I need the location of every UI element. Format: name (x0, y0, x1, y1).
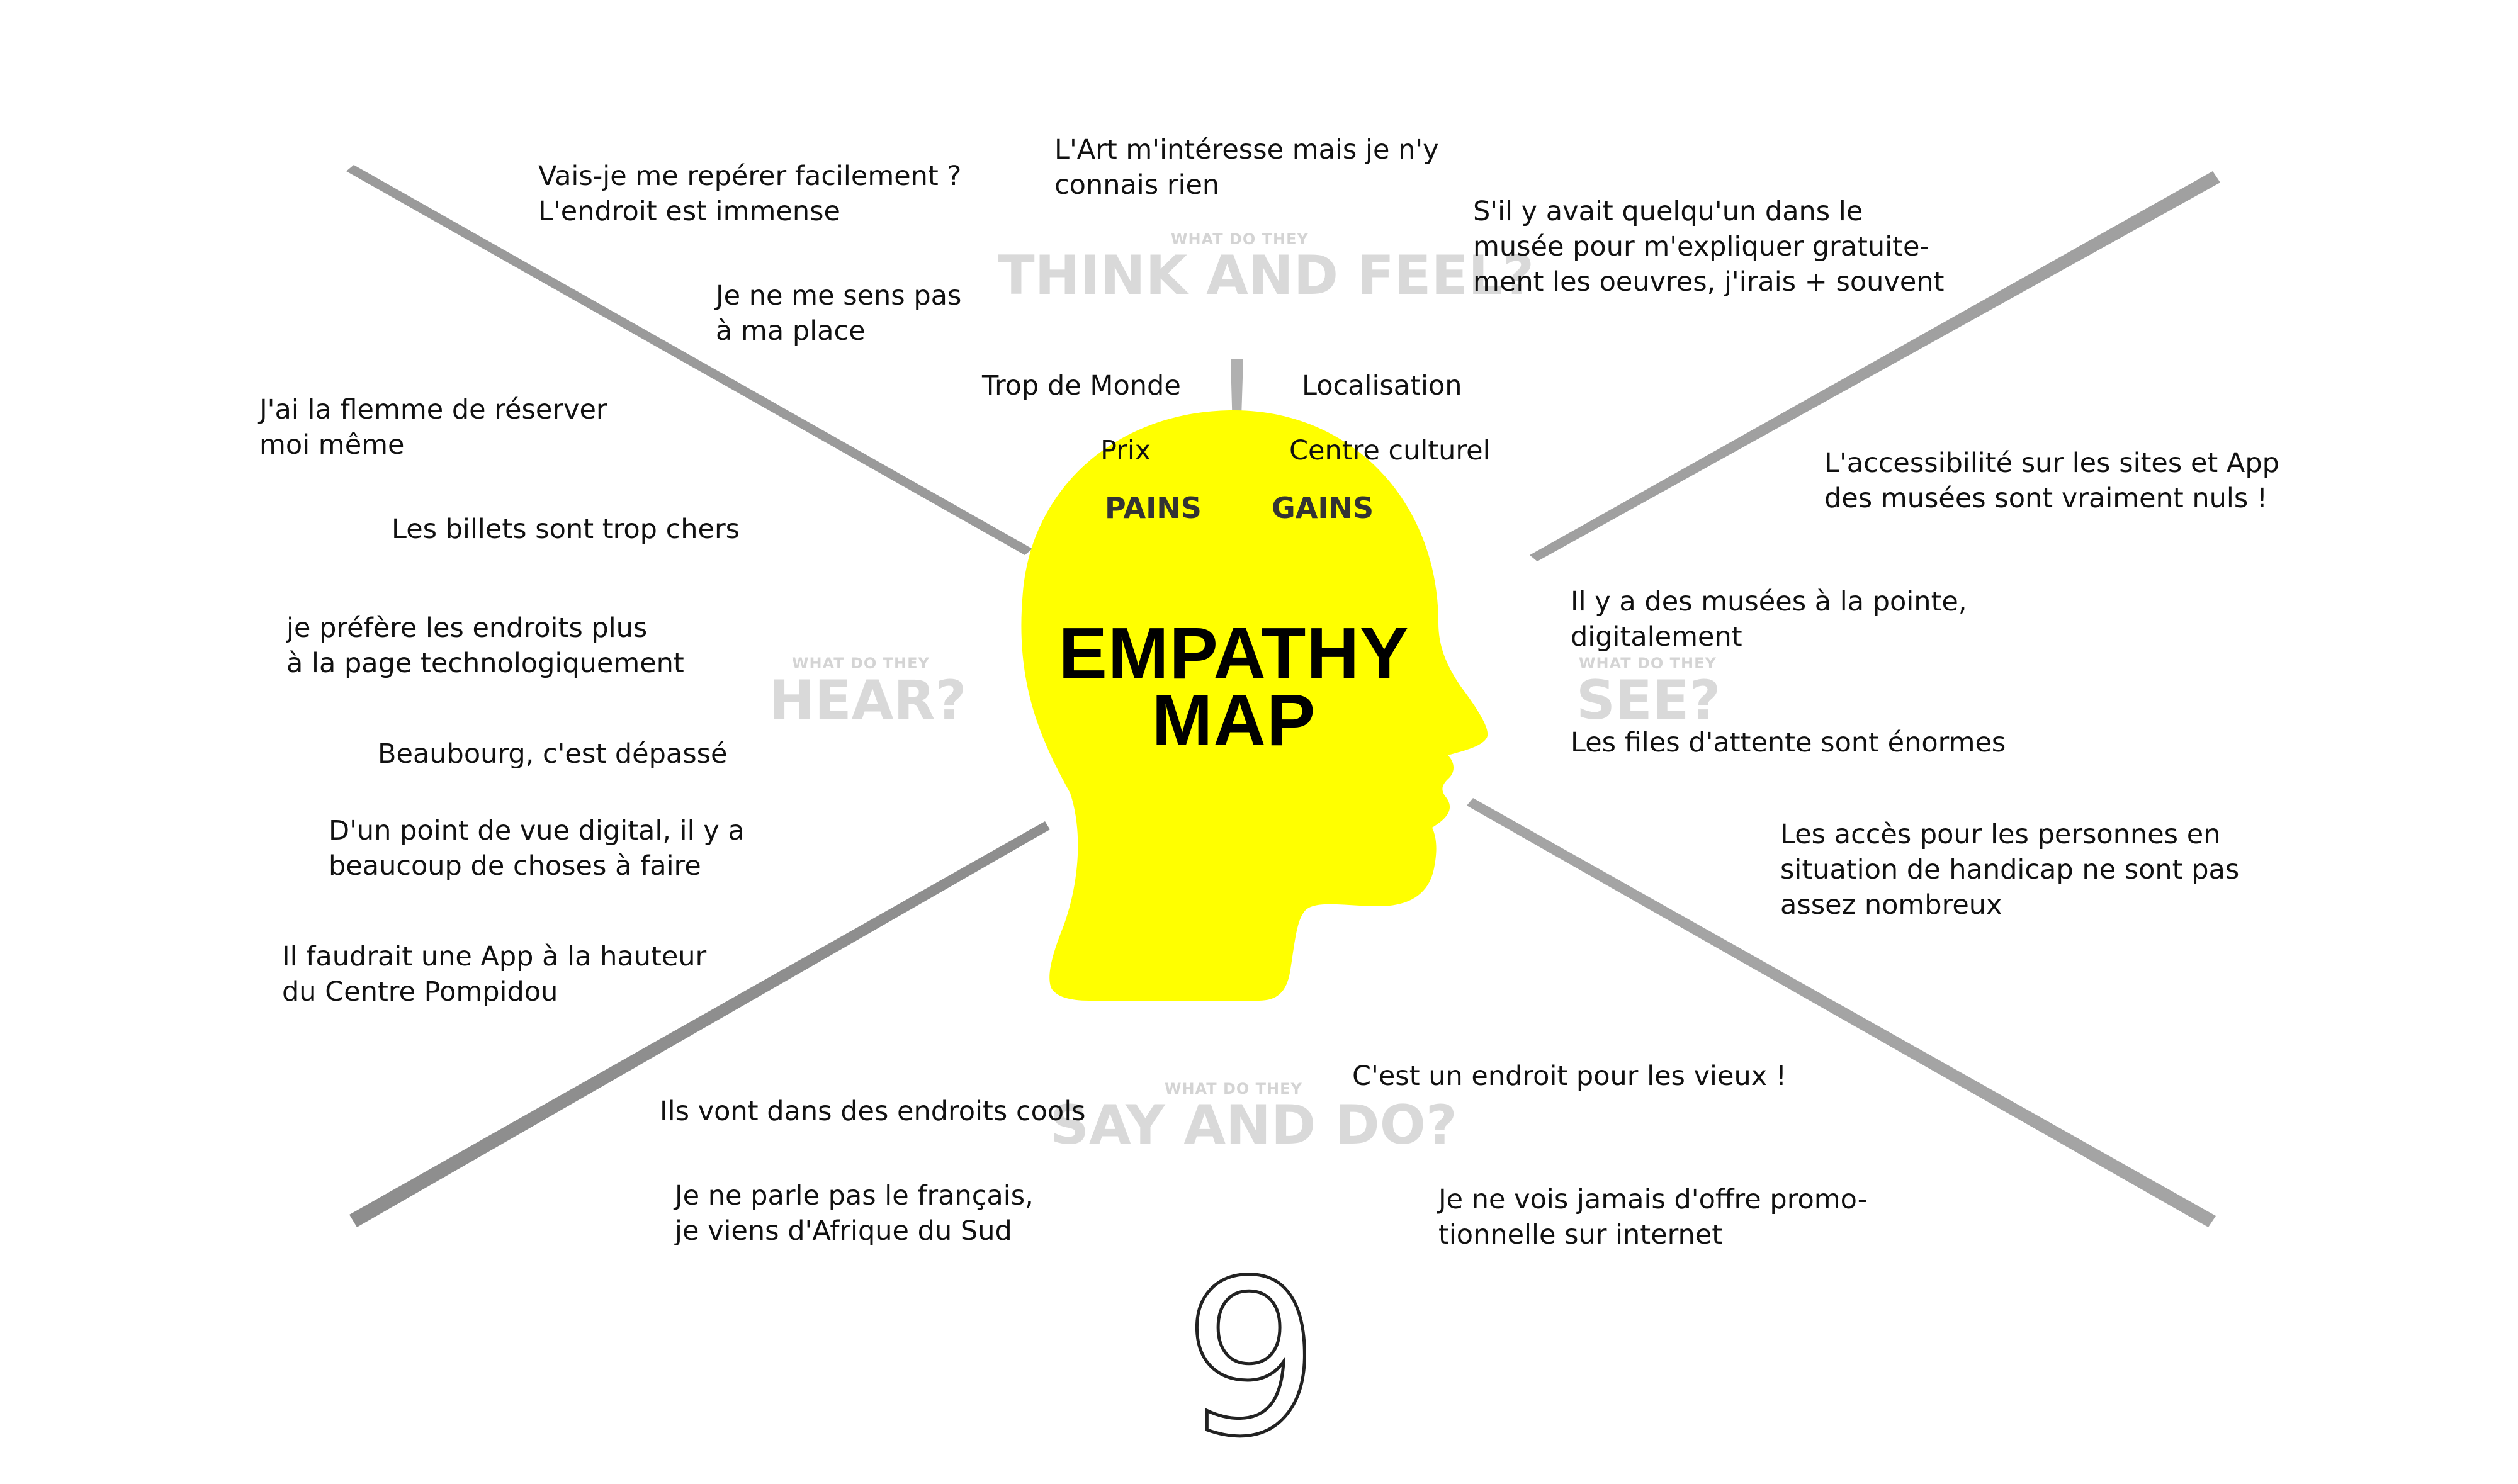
hear-note: Il faudrait une App à la hauteur du Cent… (282, 941, 707, 1008)
see-note: Les files d'attente sont énormes (1571, 727, 2006, 758)
think-note: S'il y avait quelqu'un dans le musée pou… (1473, 196, 1945, 298)
think-note: Je ne me sens pas à ma place (716, 280, 962, 347)
see-note: Il y a des musées à la pointe, digitalem… (1571, 586, 1967, 653)
pains-label: PAINS (1105, 491, 1202, 525)
see-note: Les accès pour les personnes en situatio… (1780, 819, 2240, 921)
gain-item: Centre culturel (1289, 435, 1491, 466)
gain-item: Localisation (1302, 370, 1462, 402)
think-note: L'Art m'intéresse mais je n'y connais ri… (1054, 134, 1439, 201)
pain-item: Trop de Monde (982, 370, 1181, 402)
divider-bottom-right (1467, 798, 2216, 1227)
divider-top-right (1530, 171, 2220, 561)
hear-note: Beaubourg, c'est dépassé (378, 738, 728, 770)
see-question-heading: SEE? (1576, 669, 1721, 732)
hear-note: je préfère les endroits plus à la page t… (286, 612, 684, 679)
think-question-heading: THINK AND FEEL? (998, 244, 1534, 307)
hear-note: D'un point de vue digital, il y a beauco… (329, 815, 745, 882)
hear-note: Les billets sont trop chers (392, 514, 740, 545)
see-note: L'accessibilité sur les sites et App des… (1824, 447, 2279, 514)
divider-top-left (346, 165, 1032, 555)
say-note: Je ne vois jamais d'offre promo- tionnel… (1438, 1184, 1868, 1251)
think-question-small: WHAT DO THEY (1171, 230, 1309, 248)
hear-question-small: WHAT DO THEY (792, 655, 930, 672)
pain-item: Prix (1100, 435, 1151, 466)
empathy-map-title: EMPATHY MAP (1058, 612, 1409, 761)
divider-bottom-left (349, 821, 1050, 1227)
gains-label: GAINS (1272, 491, 1374, 525)
divider-lines (346, 165, 2220, 1227)
see-question-small: WHAT DO THEY (1579, 655, 1717, 672)
say-note: C'est un endroit pour les vieux ! (1352, 1060, 1787, 1092)
say-note: Je ne parle pas le français, je viens d'… (675, 1180, 1034, 1247)
head-silhouette (1021, 410, 1488, 1001)
say-question-small: WHAT DO THEY (1165, 1080, 1302, 1098)
think-note: Vais-je me repérer facilement ? L'endroi… (538, 160, 962, 227)
hear-note: J'ai la flemme de réserver moi même (259, 394, 607, 461)
say-question-heading: SAY AND DO? (1050, 1094, 1457, 1157)
page-number: 9 (1182, 1235, 1321, 1484)
hear-question-heading: HEAR? (769, 669, 967, 732)
say-note: Ils vont dans des endroits cools (660, 1096, 1086, 1127)
